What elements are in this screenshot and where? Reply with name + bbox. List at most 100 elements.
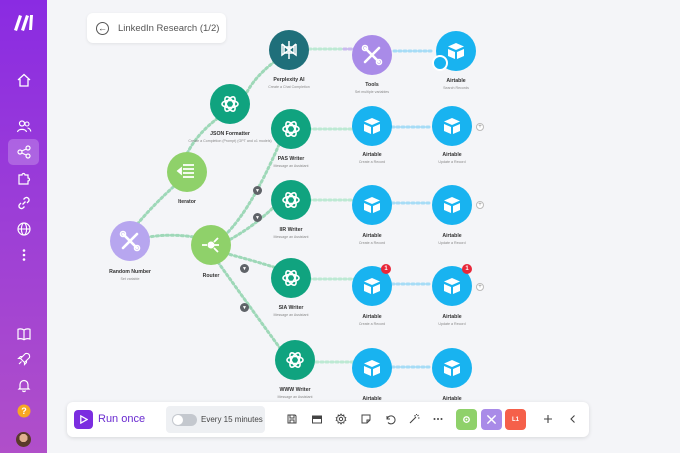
filter-icon[interactable]: ▼ xyxy=(240,303,249,312)
notes-button[interactable] xyxy=(359,412,373,426)
node-json-formatter[interactable] xyxy=(210,84,250,124)
airtable-icon xyxy=(364,278,380,294)
node-sia-airtable-create-label: Airtable xyxy=(362,314,382,320)
schedule-label: Every 15 minutes xyxy=(201,415,263,424)
collapse-toolbar-button[interactable] xyxy=(566,412,580,426)
tools-icon xyxy=(361,44,383,66)
scenario-title-card[interactable]: ← LinkedIn Research (1/2) xyxy=(87,13,226,43)
back-arrow-icon[interactable]: ← xyxy=(96,21,109,35)
node-tools-sub: Set multiple variables xyxy=(354,90,390,94)
more-horizontal-icon xyxy=(433,418,443,420)
node-www-airtable-1[interactable] xyxy=(352,348,392,388)
sidebar-item-docs[interactable] xyxy=(8,321,39,347)
airtable-icon xyxy=(444,197,460,213)
run-once-button[interactable] xyxy=(74,410,93,429)
sidebar-item-apps[interactable] xyxy=(8,165,39,191)
add-module-icon[interactable]: + xyxy=(476,201,484,209)
sidebar-item-home[interactable] xyxy=(8,67,39,93)
sidebar-item-team[interactable] xyxy=(8,113,39,139)
sidebar-item-help[interactable]: ? xyxy=(8,398,39,424)
node-router[interactable] xyxy=(191,225,231,265)
text-parser-button[interactable] xyxy=(481,409,502,430)
node-sia-writer-label: SIA Writer xyxy=(278,305,304,311)
sidebar-item-webhooks[interactable] xyxy=(8,216,39,242)
node-iir-airtable-update[interactable] xyxy=(432,185,472,225)
sidebar-item-more[interactable] xyxy=(8,242,39,268)
scenario-title: LinkedIn Research (1/2) xyxy=(118,22,220,34)
node-perplexity[interactable] xyxy=(269,30,309,70)
run-once-label[interactable]: Run once xyxy=(98,413,146,425)
schedule-control[interactable]: Every 15 minutes xyxy=(166,406,265,433)
add-button[interactable] xyxy=(541,412,555,426)
node-airtable-search-sub: Search Records xyxy=(443,86,469,90)
node-sia-writer-sub: Message an Assistant xyxy=(273,313,309,317)
node-sia-writer[interactable] xyxy=(271,258,311,298)
user-avatar[interactable] xyxy=(16,432,31,447)
airtable-icon xyxy=(444,118,460,134)
node-perplexity-sub: Create a Chat Completion xyxy=(268,85,310,89)
node-www-airtable-1-label: Airtable xyxy=(362,396,382,402)
puzzle-icon xyxy=(17,172,30,185)
router-icon xyxy=(202,237,219,253)
sidebar-item-whats-new[interactable] xyxy=(8,346,39,372)
node-iir-airtable-create-label: Airtable xyxy=(362,233,382,239)
sidebar-item-connections[interactable] xyxy=(8,190,39,216)
airtable-icon xyxy=(448,43,464,59)
node-pas-airtable-create-label: Airtable xyxy=(362,152,382,158)
help-icon: ? xyxy=(17,404,30,418)
auto-align-button[interactable] xyxy=(407,412,421,426)
airtable-icon xyxy=(364,197,380,213)
more-options-button[interactable] xyxy=(431,412,445,426)
make-logo-icon[interactable] xyxy=(12,12,36,32)
node-iterator[interactable] xyxy=(167,152,207,192)
airtable-icon xyxy=(444,278,460,294)
node-pas-airtable-update[interactable] xyxy=(432,106,472,146)
node-www-airtable-2[interactable] xyxy=(432,348,472,388)
settings-button[interactable] xyxy=(334,412,348,426)
schedule-toggle[interactable] xyxy=(172,414,197,426)
node-pas-airtable-create[interactable] xyxy=(352,106,392,146)
undo-button[interactable] xyxy=(383,412,397,426)
node-iir-writer[interactable] xyxy=(271,180,311,220)
node-pas-airtable-create-sub: Create a Record xyxy=(358,160,386,164)
tools-module-button[interactable] xyxy=(456,409,477,430)
node-www-writer[interactable] xyxy=(275,340,315,380)
filter-icon[interactable]: ▼ xyxy=(253,186,262,195)
filter-icon[interactable]: ▼ xyxy=(253,213,262,222)
tools-icon xyxy=(119,230,141,252)
node-iterator-label: Iterator xyxy=(178,199,196,205)
link-icon xyxy=(17,196,30,210)
node-iir-airtable-create[interactable] xyxy=(352,185,392,225)
node-random-number[interactable] xyxy=(110,221,150,261)
book-icon xyxy=(16,328,31,341)
node-random-number-sub: Set variable xyxy=(120,277,140,281)
node-tools-label: Tools xyxy=(365,82,379,88)
node-tools[interactable] xyxy=(352,35,392,75)
scheduling-button[interactable] xyxy=(310,412,324,426)
svg-text:?: ? xyxy=(21,406,27,416)
node-iir-airtable-update-sub: Update a Record xyxy=(438,241,466,245)
perplexity-icon xyxy=(281,41,297,59)
airtable-icon xyxy=(444,360,460,376)
flow-control-button[interactable]: L1 xyxy=(505,409,526,430)
add-module-icon[interactable]: + xyxy=(476,123,484,131)
airtable-icon xyxy=(364,360,380,376)
gear-icon xyxy=(463,416,470,423)
sidebar-item-notifications[interactable] xyxy=(8,372,39,398)
node-airtable-search-label: Airtable xyxy=(446,78,466,84)
save-button[interactable] xyxy=(285,412,299,426)
node-perplexity-label: Perplexity AI xyxy=(273,77,305,83)
bell-icon xyxy=(17,379,30,393)
node-pas-writer[interactable] xyxy=(271,109,311,149)
node-iir-writer-label: IIR Writer xyxy=(279,227,303,233)
scenario-canvas[interactable]: ← LinkedIn Research (1/2) Random Number … xyxy=(47,0,680,453)
sidebar-item-scenarios[interactable] xyxy=(8,139,39,165)
plus-icon xyxy=(544,415,552,423)
clock-icon xyxy=(432,55,448,71)
filter-icon[interactable]: ▼ xyxy=(240,264,249,273)
node-sia-airtable-create-sub: Create a Record xyxy=(358,322,386,326)
flow-control-label: L1 xyxy=(511,416,519,423)
node-www-writer-label: WWW Writer xyxy=(279,387,311,393)
add-module-icon[interactable]: + xyxy=(476,283,484,291)
save-icon xyxy=(287,414,297,424)
